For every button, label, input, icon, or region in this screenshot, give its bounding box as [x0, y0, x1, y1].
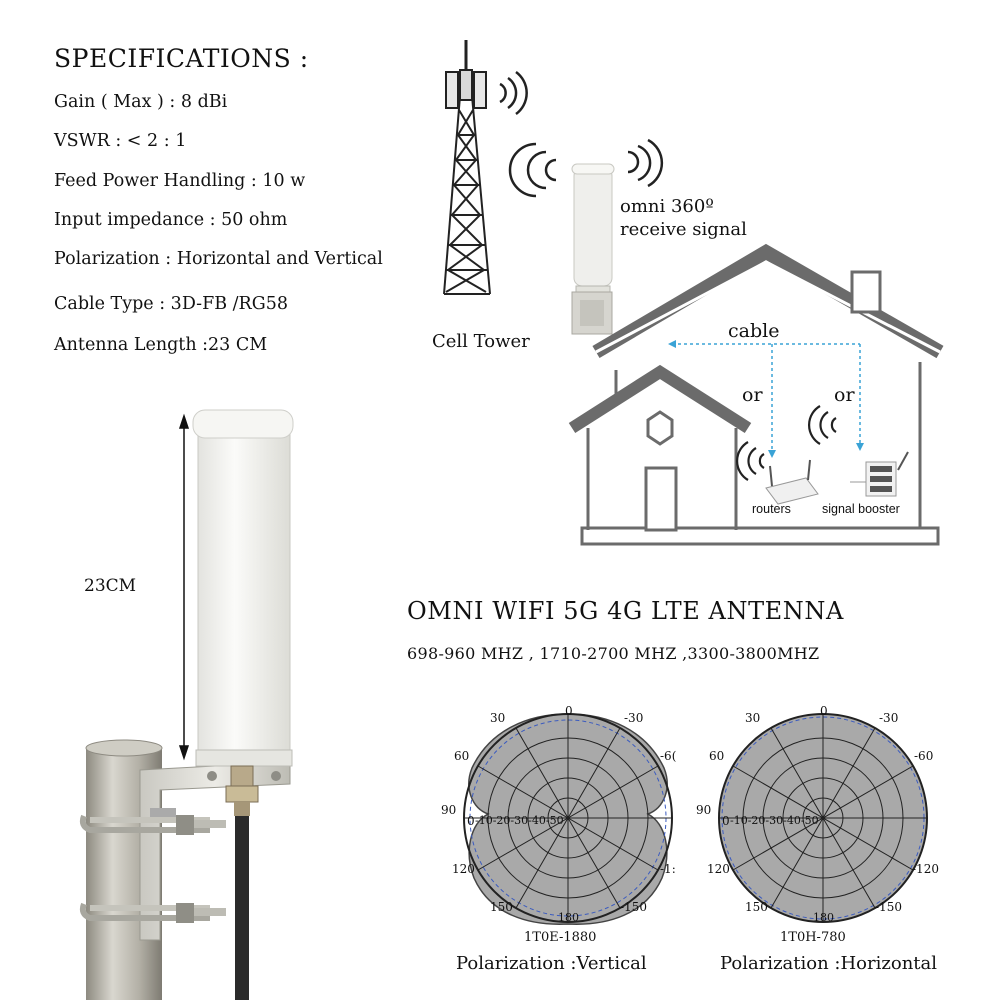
- specifications-title: SPECIFICATIONS :: [54, 44, 309, 73]
- angle-minus-120: -1:: [660, 862, 676, 876]
- spec-polarization: Polarization : Horizontal and Vertical: [54, 249, 383, 269]
- house-icon: [568, 243, 944, 546]
- polar-model-vertical: 1T0E-1880: [524, 930, 597, 945]
- cable-arrow-icon: [768, 450, 776, 458]
- cell-tower-icon: [443, 40, 491, 295]
- spec-length: Antenna Length :23 CM: [54, 335, 268, 355]
- polar-model-horizontal: 1T0H-780: [780, 930, 846, 945]
- angle-90: 90: [441, 803, 457, 817]
- cable-label: cable: [728, 320, 780, 342]
- spec-power: Feed Power Handling : 10 w: [54, 171, 306, 191]
- angle-minus-30: -30: [624, 711, 644, 725]
- omni-label-line1: omni 360º: [620, 196, 714, 217]
- or-right-label: or: [834, 384, 855, 406]
- cable-arrow-icon: [856, 443, 864, 451]
- spec-gain: Gain ( Max ) : 8 dBi: [54, 92, 228, 112]
- signal-diagram: [443, 40, 944, 546]
- polarization-vertical-caption: Polarization :Vertical: [456, 953, 647, 974]
- angle-60-h: 60: [709, 749, 725, 763]
- length-label: 23CM: [84, 576, 137, 596]
- angle-150: 150: [490, 900, 513, 914]
- angle-minus-150-h: -150: [875, 900, 902, 914]
- polarization-horizontal-caption: Polarization :Horizontal: [720, 953, 938, 974]
- angle-minus-30-h: -30: [879, 711, 899, 725]
- angle-origin: 0: [467, 814, 475, 828]
- angle-minus-120-h: -120: [912, 862, 939, 876]
- angle-90-h: 90: [696, 803, 712, 817]
- angle-0: 0: [565, 704, 573, 718]
- angle-180: 180: [558, 911, 579, 924]
- booster-signal-icon: [807, 405, 837, 445]
- signal-booster-icon: [850, 451, 909, 497]
- angle-120: 120: [452, 862, 475, 876]
- routers-label: routers: [752, 502, 791, 516]
- small-antenna-icon: [571, 163, 615, 335]
- spec-vswr: VSWR : < 2 : 1: [54, 131, 187, 151]
- frequency-bands: 698-960 MHZ , 1710-2700 MHZ ,3300-3800MH…: [407, 644, 820, 663]
- angle-60: 60: [454, 749, 470, 763]
- ring-labels: -10-20-30-40-50: [475, 814, 564, 827]
- spec-impedance: Input impedance : 50 ohm: [54, 210, 288, 230]
- cell-tower-label: Cell Tower: [432, 331, 530, 352]
- angle-minus-60: -6(: [660, 749, 677, 763]
- ring-labels-h: -10-20-30-40-50: [730, 814, 819, 827]
- cable-arrow-icon: [668, 340, 676, 348]
- spec-cable: Cable Type : 3D-FB /RG58: [54, 294, 288, 314]
- tower-signal-icon: [499, 70, 528, 116]
- cable-dashed-line: [672, 343, 861, 455]
- signal-booster-label: signal booster: [822, 502, 900, 516]
- omni-label-line2: receive signal: [620, 219, 747, 240]
- angle-120-h: 120: [707, 862, 730, 876]
- product-headline: OMNI WIFI 5G 4G LTE ANTENNA: [407, 597, 844, 625]
- angle-150-h: 150: [745, 900, 768, 914]
- or-left-label: or: [742, 384, 763, 406]
- angle-30-h: 30: [745, 711, 761, 725]
- router-signal-icon: [735, 441, 765, 481]
- antenna-signal-icon: [508, 138, 664, 198]
- angle-minus-150: -150: [620, 900, 647, 914]
- angle-30: 30: [490, 711, 506, 725]
- angle-0-h: 0: [820, 704, 828, 718]
- angle-minus-60-h: -60: [914, 749, 934, 763]
- router-icon: [765, 459, 819, 505]
- angle-origin-h: 0: [722, 814, 730, 828]
- angle-180-h: 180: [813, 911, 834, 924]
